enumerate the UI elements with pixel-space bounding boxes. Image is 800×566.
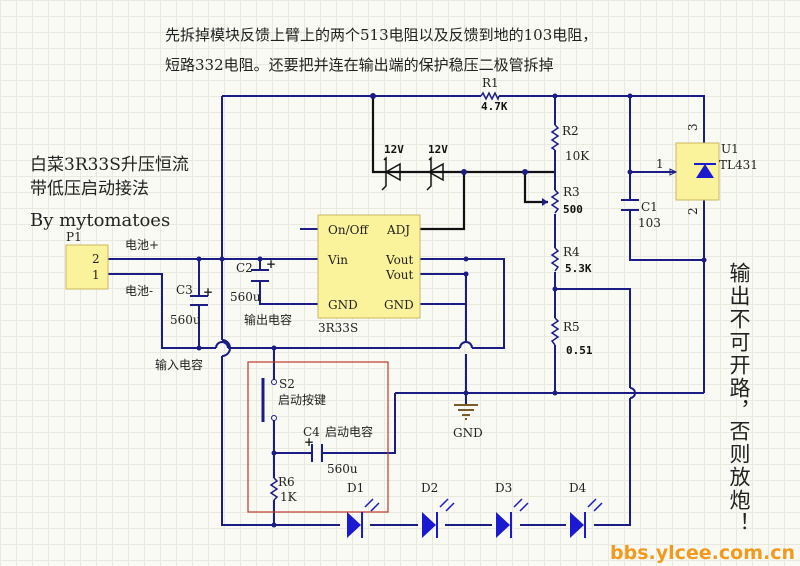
resistor-r2: R2 10K (550, 124, 590, 163)
svg-text:D1: D1 (347, 481, 364, 495)
svg-text:On/Off: On/Off (328, 223, 369, 237)
svg-text:D2: D2 (421, 481, 438, 495)
left-title-2: 带低压启动接法 (30, 179, 149, 199)
svg-text:电池+: 电池+ (125, 238, 159, 252)
svg-text:560u: 560u (170, 313, 201, 327)
svg-text:12V: 12V (384, 143, 404, 156)
svg-text:C3: C3 (176, 283, 193, 297)
led-d4: D4 (569, 481, 603, 538)
svg-text:TL431: TL431 (719, 158, 758, 172)
title-line-1: 先拆掉模块反馈上臂上的两个513电阻以及反馈到地的103电阻， (165, 26, 597, 44)
svg-text:R5: R5 (563, 320, 580, 334)
svg-text:R2: R2 (562, 124, 579, 138)
led-d2: D2 (421, 481, 455, 538)
zener-diode-1: 12V (381, 143, 404, 191)
svg-text:12V: 12V (428, 143, 448, 156)
junction-dots (196, 93, 707, 528)
svg-text:R4: R4 (563, 245, 580, 259)
svg-text:C4: C4 (303, 425, 320, 439)
svg-text:103: 103 (638, 216, 661, 230)
svg-text:+: + (304, 435, 314, 449)
switch-s2: S2 启动按键 (261, 377, 326, 422)
svg-text:C2: C2 (236, 261, 253, 275)
wires (108, 95, 705, 526)
svg-text:Vout: Vout (385, 253, 414, 267)
svg-text:P1: P1 (66, 230, 82, 244)
svg-text:C1: C1 (641, 200, 658, 214)
svg-text:1K: 1K (280, 490, 298, 504)
connector-p1: P1 2 1 电池+ 电池- (65, 230, 159, 298)
resistor-r4: R4 5.3K (550, 245, 592, 275)
svg-text:2: 2 (686, 207, 700, 215)
svg-text:电池-: 电池- (125, 284, 153, 298)
module-3r33s: On/Off ADJ Vin Vout Vout GND GND 3R33S (317, 214, 421, 335)
svg-text:输出电容: 输出电容 (244, 312, 292, 327)
warning-text-2: 否则放炮！ (727, 420, 751, 535)
svg-text:启动按键: 启动按键 (278, 393, 326, 407)
svg-text:D4: D4 (569, 481, 587, 495)
svg-text:R1: R1 (482, 76, 499, 90)
svg-text:R6: R6 (278, 475, 295, 489)
svg-text:1: 1 (92, 268, 100, 282)
led-d1: D1 (347, 481, 380, 538)
svg-text:3R33S: 3R33S (318, 321, 358, 335)
svg-text:ADJ: ADJ (386, 223, 410, 237)
svg-text:输入电容: 输入电容 (155, 357, 203, 372)
svg-text:D3: D3 (495, 481, 512, 495)
svg-text:S2: S2 (279, 377, 295, 391)
svg-text:启动电容: 启动电容 (325, 424, 373, 439)
capacitor-c4: + C4 启动电容 560u (303, 424, 373, 476)
capacitor-c2: + C2 560u 输出电容 (230, 257, 292, 327)
watermark: bbs.ylcee.com.cn (610, 542, 795, 564)
svg-text:3: 3 (686, 123, 700, 131)
resistor-r1: R1 4.7K (480, 76, 508, 113)
potentiometer-r3: R3 500 (542, 185, 583, 216)
svg-text:2: 2 (92, 252, 100, 266)
zener-diode-2: 12V (426, 143, 448, 191)
svg-text:5.3K: 5.3K (565, 262, 592, 275)
svg-text:U1: U1 (721, 142, 739, 156)
left-title-1: 白菜3R33S升压恒流 (30, 155, 189, 175)
ground-symbol: GND (453, 404, 483, 440)
svg-text:+: + (266, 257, 276, 271)
title-line-2: 短路332电阻。还要把并连在输出端的保护稳压二极管拆掉 (165, 56, 554, 74)
svg-text:+: + (203, 285, 213, 299)
svg-text:Vin: Vin (327, 253, 348, 267)
svg-text:Vout: Vout (385, 268, 414, 282)
svg-text:560u: 560u (230, 290, 261, 304)
svg-text:R3: R3 (563, 185, 580, 199)
resistor-r6: R6 1K (269, 475, 298, 504)
capacitor-c3: + C3 560u 输入电容 (155, 283, 213, 372)
svg-text:1: 1 (656, 157, 664, 171)
svg-text:500: 500 (563, 203, 583, 216)
svg-text:560u: 560u (327, 462, 358, 476)
warning-text-1: 输出不可开路， (727, 262, 751, 423)
startup-circuit-box (247, 361, 389, 513)
capacitor-c1: C1 103 (621, 199, 661, 230)
led-d3: D3 (495, 481, 529, 538)
author: By mytomatoes (30, 210, 170, 231)
svg-text:4.7K: 4.7K (481, 100, 508, 113)
tl431-u1: U1 TL431 1 2 3 (656, 123, 758, 215)
svg-text:GND: GND (384, 298, 414, 312)
svg-text:10K: 10K (565, 149, 590, 163)
svg-text:0.51: 0.51 (566, 344, 593, 357)
resistor-r5: R5 0.51 (550, 317, 593, 357)
svg-text:GND: GND (328, 298, 358, 312)
svg-text:GND: GND (453, 426, 483, 440)
